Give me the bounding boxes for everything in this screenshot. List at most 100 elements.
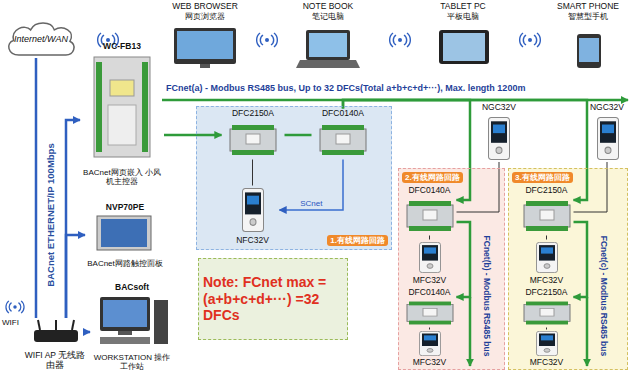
thermostat [598, 118, 619, 160]
dfc-module [230, 125, 276, 155]
panel-box: NVP70PE BACnet网路触控面板 [85, 203, 165, 268]
device-caption-text: 笔记电脑 [312, 12, 344, 21]
dfc-module [320, 125, 366, 155]
edge-label-holder: SCnet [298, 199, 324, 208]
device-name: MFC32V [413, 358, 447, 368]
device-name: NFC32V [236, 236, 269, 246]
device-caption: WEB BROWSER网页浏览器 [160, 2, 250, 70]
thermostat [243, 189, 264, 232]
label-holder: FCnet(b) - Modbus RS485 bus [481, 236, 491, 357]
thermostat-box: MFC32V [522, 240, 572, 286]
label-holder: FCnet(c) - Modbus RS485 bus [598, 236, 608, 356]
thermostat-box: NGC32V [476, 103, 522, 162]
device-caption-text: WORKSTATION 操作工作站 [90, 353, 174, 371]
dfc-box: DFC0140A [403, 186, 457, 236]
device-caption-text: BACnet网路触控面板 [87, 259, 163, 268]
thermostat [489, 118, 510, 160]
device-name: NOTE BOOK [303, 2, 354, 12]
label-holder: WIFI [2, 318, 19, 327]
green-connector [343, 100, 587, 200]
loop-region: 1.有线网路回路 DFC2150A DFC0140A NFC32V [196, 106, 392, 250]
device-name: DFC0140A [408, 288, 450, 298]
device-caption: SMART PHONE智慧型手机 [548, 2, 628, 70]
device-caption: NOTE BOOK笔记电脑 [283, 2, 373, 72]
loop-region: 3.有线网路回路 DFC2150A MFC32V DFC2150A MFC32V [508, 168, 628, 370]
device-name: NGC32V [482, 103, 516, 113]
device-name: WEB BROWSER [172, 2, 238, 12]
device-name: DFC2150A [232, 109, 274, 119]
workstation-box: BACsoftWORKSTATION 操作工作站 [90, 283, 174, 371]
controller-box: WC-FB13BACnet网页嵌入 小风机主控器 [80, 42, 164, 186]
dark-connector [429, 328, 430, 330]
device-name: BACsoft [115, 283, 149, 293]
region-ground [196, 106, 392, 250]
bus-description: FCnet(a) - Modbus RS485 bus, Up to 32 DF… [166, 83, 525, 93]
tablet-icon [439, 30, 489, 64]
thermostat-box: NGC32V [586, 103, 628, 162]
label-holder: FCnet(a) - Modbus RS485 bus, Up to 32 DF… [166, 83, 525, 93]
wifi-label: WIFI [2, 318, 19, 327]
device-caption-text: BACnet网页嵌入 小风机主控器 [80, 168, 164, 186]
thermostat [420, 331, 441, 355]
region-label: 2.有线网路回路 [402, 172, 463, 183]
green-connector [574, 222, 588, 297]
device-name: MFC32V [530, 358, 564, 368]
device-name: DFC2150A [525, 288, 567, 298]
edge-label: SCnet [298, 199, 324, 208]
device-name: Internet/WAN [14, 34, 68, 44]
device-caption-text: 智慧型手机 [568, 12, 608, 21]
dfc-box: DFC2150A [520, 288, 574, 328]
region-ground [508, 168, 628, 370]
note-box: Note: FCnet max =(a+b+c+d+···) =32 DFCs [198, 258, 348, 340]
region-label: 1.有线网路回路 [327, 235, 388, 246]
device-name: WC-FB13 [103, 42, 141, 52]
device-name: TABLET PC [440, 2, 486, 12]
green-connector [285, 134, 312, 137]
thermostat [420, 242, 441, 272]
region-ground [398, 168, 505, 370]
dfc-box: DFC0140A [403, 288, 457, 328]
device-name: MFC32V [413, 276, 447, 286]
device-name: WIFI AP 无线路由器 [24, 351, 86, 371]
device-name: DFC0140A [322, 109, 364, 119]
bus-name: FCnet(b) - Modbus RS485 bus [481, 236, 491, 357]
router-box: WIFI AP 无线路由器 [24, 318, 86, 371]
monitor-icon [174, 28, 236, 68]
thermostat-box: MFC32V [522, 330, 572, 368]
fcnet-bus [586, 297, 589, 366]
region-label: 3.有线网路回路 [512, 172, 573, 183]
device-caption: TABLET PC平板电脑 [418, 2, 508, 68]
dfc-box: DFC2150A [520, 186, 574, 236]
blue-connector [35, 58, 38, 318]
thermostat-box: MFC32V [405, 240, 455, 286]
wifi-symbol [257, 33, 278, 47]
router-icon [34, 320, 78, 342]
wifi-symbol [6, 301, 24, 313]
sc-connector [280, 160, 344, 211]
thermostat-box: MFC32V [405, 330, 455, 368]
thermostat [537, 331, 558, 355]
device-name: MFC32V [530, 276, 564, 286]
bus-name: BACnet ETHERNET/IP 100Mbps [46, 143, 57, 286]
blue-connector [66, 120, 80, 318]
workstation-icon [100, 297, 168, 344]
device-name: SMART PHONE [557, 2, 619, 12]
dark-connector [546, 236, 547, 240]
cloud-shape: Internet/WAN [4, 20, 78, 58]
dfc-box: DFC0140A [312, 109, 375, 160]
phone-icon [577, 34, 601, 68]
dfc-module [524, 302, 570, 325]
note-ground [198, 258, 348, 340]
thermostat-box: NFC32V [226, 186, 280, 246]
touch-panel [97, 216, 151, 250]
device-name: NVP70PE [106, 203, 144, 213]
dark-connector [457, 162, 500, 212]
bus-name: FCnet(c) - Modbus RS485 bus [598, 236, 608, 356]
dark-connector [252, 160, 253, 186]
wifi-symbol [520, 33, 541, 47]
dfc-box: DFC2150A [222, 109, 285, 160]
blue-connector [86, 331, 90, 334]
dark-connector [574, 162, 608, 212]
device-caption-text: 网页浏览器 [185, 12, 225, 21]
